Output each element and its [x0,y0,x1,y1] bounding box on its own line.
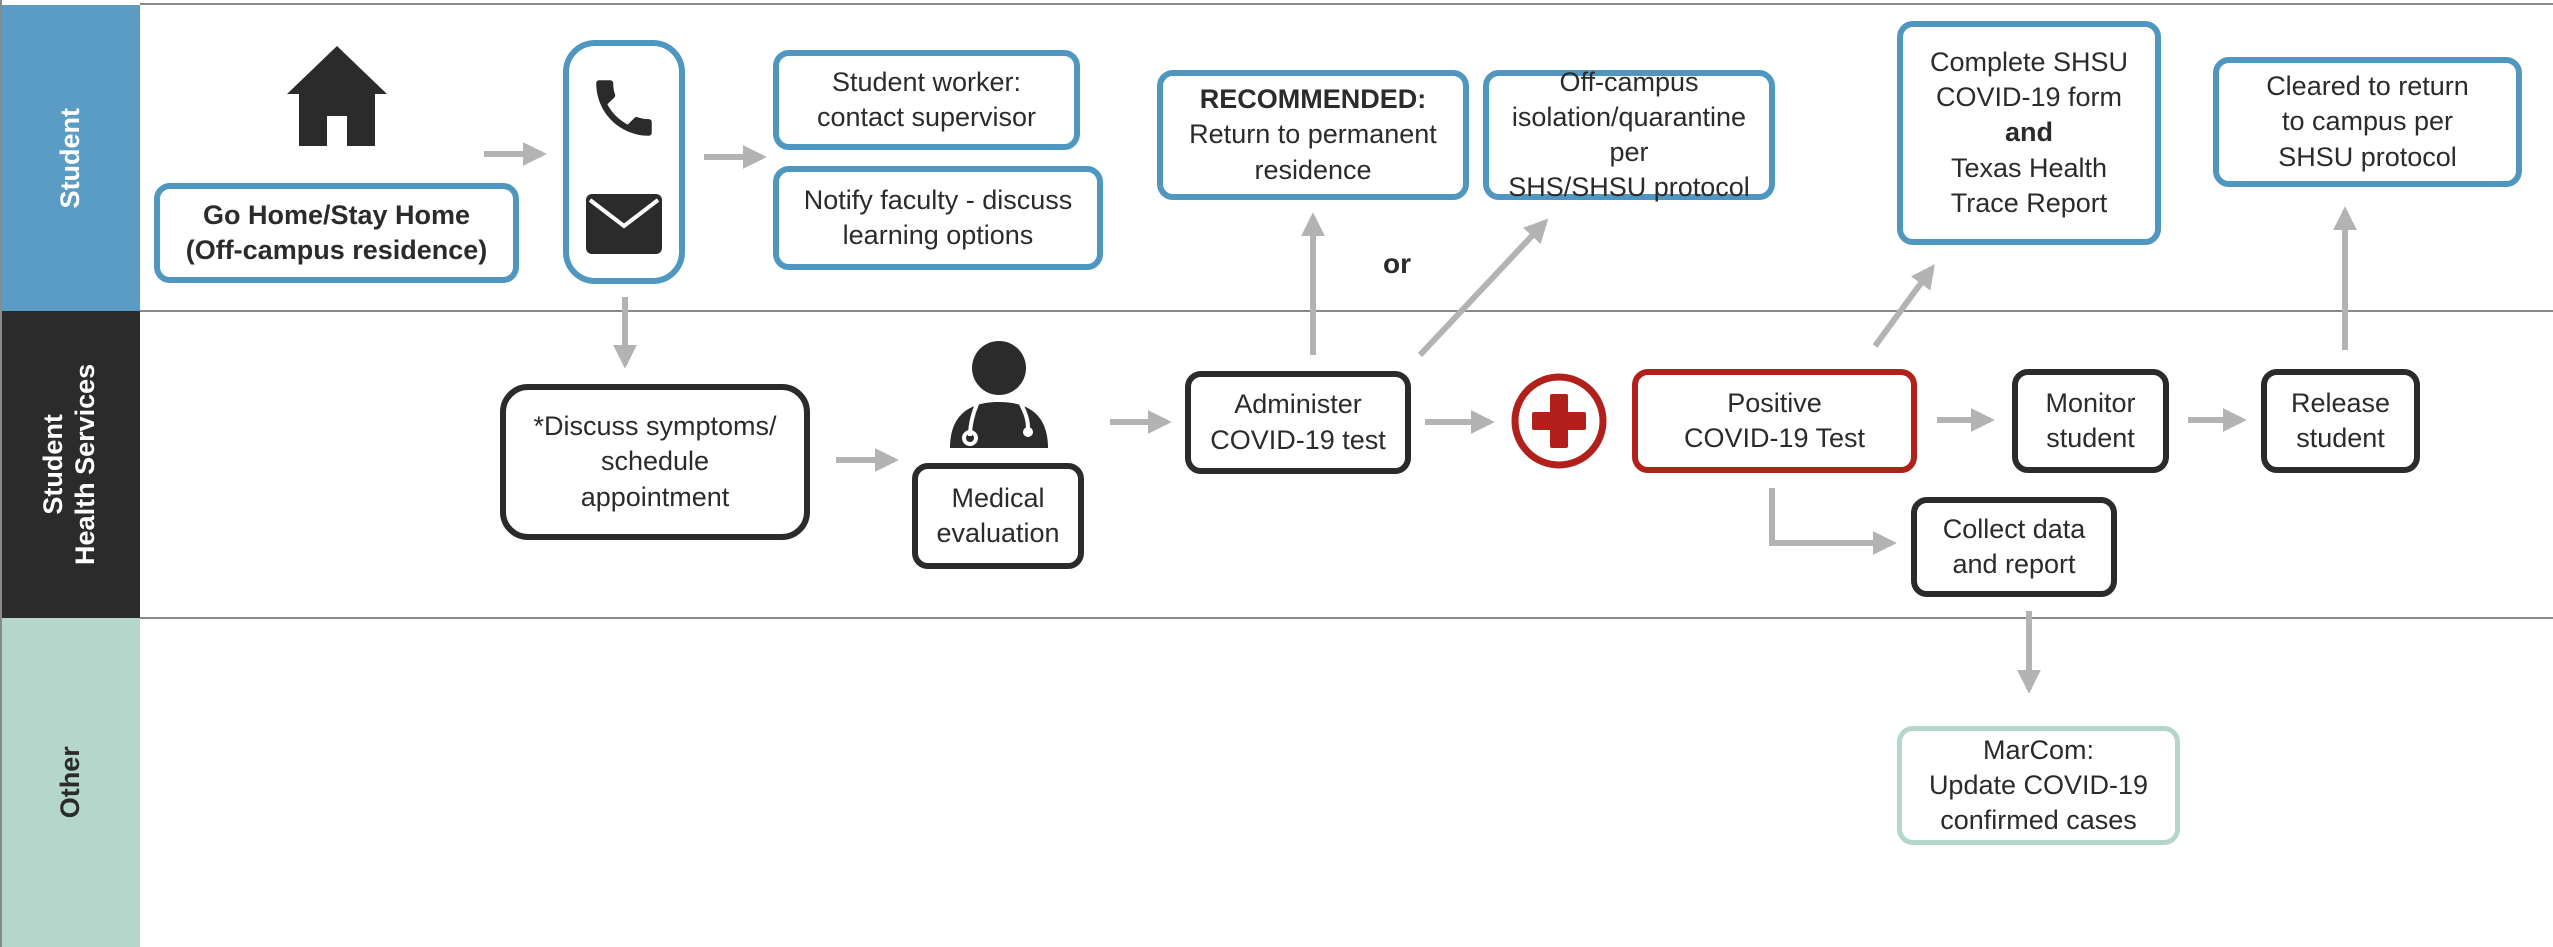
recommended-title: RECOMMENDED: [1199,84,1427,115]
go-home-box: Go Home/Stay Home (Off-campus residence) [154,183,519,283]
positive-test-box: Positive COVID-19 Test [1632,369,1917,473]
lane-other: Other [0,618,140,947]
home-icon [287,46,387,146]
monitor-student-box: Monitor student [2012,369,2169,473]
top-border [140,3,2553,5]
complete-form-box: Complete SHSU COVID-19 form and Texas He… [1897,21,2161,245]
cleared-box: Cleared to return to campus per SHSU pro… [2213,57,2522,187]
arrow-positive-to-complete [1872,264,1935,348]
phone-icon [596,79,652,136]
complete-form-line1: Complete SHSU COVID-19 form [1929,47,2129,113]
lane-shs-label: Student Health Services [38,363,101,566]
medical-evaluation-box: Medical evaluation [912,463,1084,569]
lane-student: Student [0,5,140,311]
collect-data-box: Collect data and report [1911,497,2117,597]
contact-methods-box [563,40,685,284]
arrow-positive-to-collect [1769,488,1897,555]
recommended-body: Return to permanent residence [1189,119,1437,185]
left-border [0,0,2,947]
recommended-box: RECOMMENDED: Return to permanent residen… [1157,70,1469,200]
complete-form-and: and [2004,117,2053,148]
release-student-box: Release student [2261,369,2420,473]
medical-cross-icon [1511,373,1607,469]
marcom-box: MarCom: Update COVID-19 confirmed cases [1897,726,2180,845]
administer-test-box: Administer COVID-19 test [1185,371,1411,474]
lane-student-health-services: Student Health Services [0,311,140,618]
off-campus-box: Off-campus isolation/quarantine per SHS/… [1483,67,1775,202]
student-worker-box: Student worker: contact supervisor [773,50,1080,150]
or-label: or [1383,248,1411,279]
envelope-icon [586,193,662,254]
complete-form-line2: Texas Health Trace Report [1950,152,2108,218]
discuss-symptoms-box: *Discuss symptoms/ schedule appointment [500,384,810,540]
lane-divider-2 [140,617,2553,619]
doctor-icon [950,341,1048,448]
lane-other-label: Other [54,746,85,819]
lane-student-label: Student [54,107,85,209]
notify-faculty-box: Notify faculty - discuss learning option… [773,166,1103,270]
lane-divider-1 [140,310,2553,312]
arrow-administer-to-offcampus [1417,218,1549,358]
